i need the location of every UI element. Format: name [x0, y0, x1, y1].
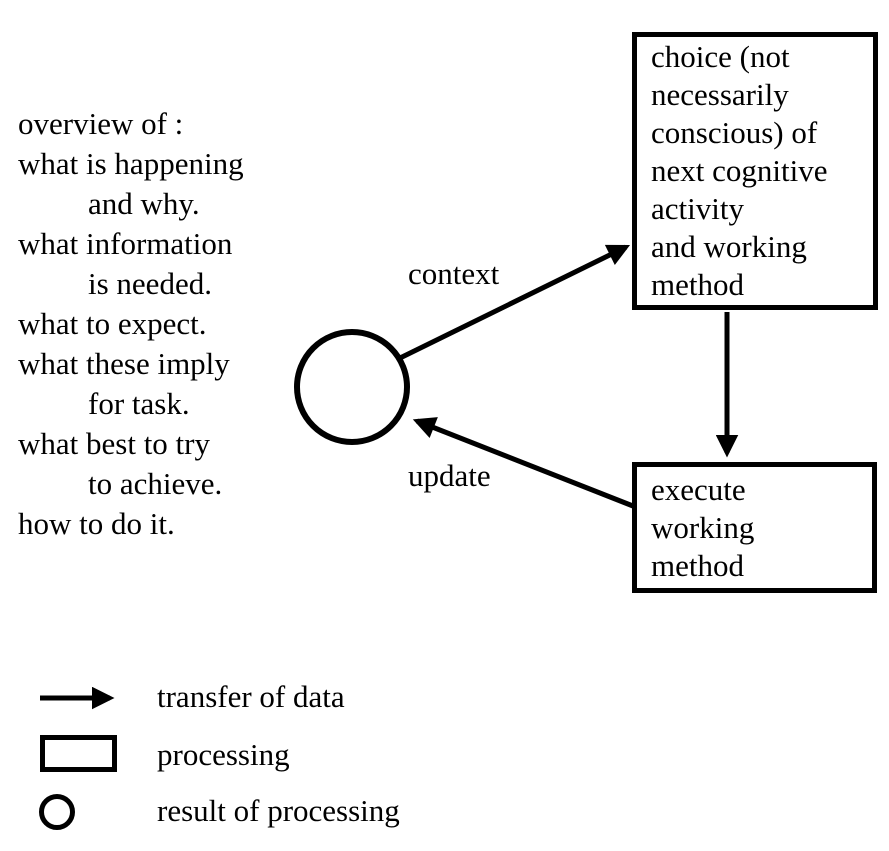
overview-line: how to do it.	[18, 506, 175, 541]
overview-text-block: overview of : what is happening and why.…	[18, 104, 244, 544]
overview-line: overview of :	[18, 106, 184, 141]
overview-line: what is happening	[18, 146, 244, 181]
legend-circle-icon	[39, 794, 75, 830]
overview-circle	[294, 329, 410, 445]
overview-line: is needed.	[88, 266, 212, 301]
legend-rectangle-icon	[40, 735, 117, 772]
overview-line: what to expect.	[18, 306, 207, 341]
legend-item-label: processing	[157, 737, 290, 772]
legend-item-label: transfer of data	[157, 679, 345, 714]
overview-line: to achieve.	[88, 466, 223, 501]
overview-line: what best to try	[18, 426, 210, 461]
choice-box: choice (not necessarily conscious) of ne…	[632, 32, 878, 310]
context-arrow-label: context	[408, 256, 500, 291]
update-arrow-label: update	[408, 458, 491, 493]
overview-line: and why.	[88, 186, 200, 221]
overview-line: what these imply	[18, 346, 230, 381]
execute-box: execute working method	[632, 462, 877, 593]
overview-line: for task.	[88, 386, 190, 421]
update-arrow	[412, 417, 634, 509]
overview-line: what information	[18, 226, 233, 261]
context-arrow	[396, 244, 631, 362]
legend-item-label: result of processing	[157, 793, 400, 828]
